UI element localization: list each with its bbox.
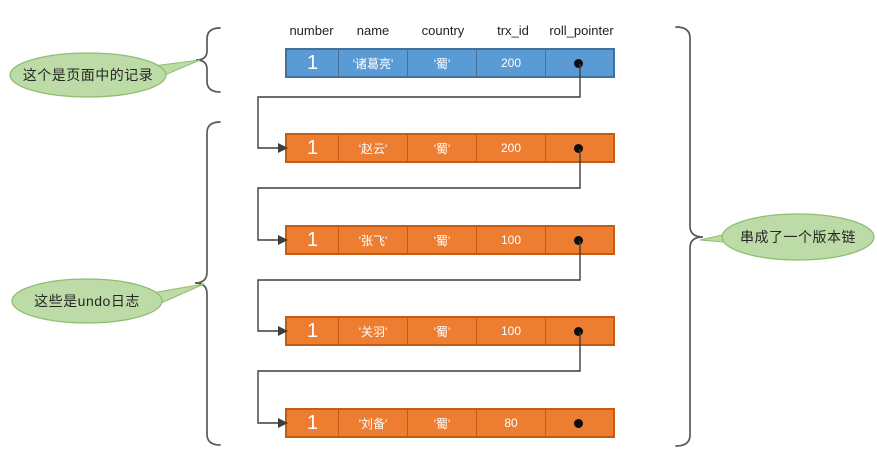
- header-trx-id: trx_id: [497, 23, 529, 38]
- undo2-country-cell: '蜀': [408, 227, 477, 253]
- record-brace: [195, 27, 221, 93]
- header-roll-pointer: roll_pointer: [549, 23, 614, 38]
- undo1-number-cell: 1: [287, 135, 339, 161]
- header-number: number: [289, 23, 334, 38]
- undo4-number-cell: 1: [287, 410, 339, 436]
- undo-brace: [194, 121, 221, 446]
- undo4-rollpointer-cell: [546, 410, 611, 436]
- version-chain-callout: 串成了一个版本链: [740, 229, 856, 245]
- version-chain-brace: [675, 26, 704, 447]
- record-name-cell: '诸葛亮': [339, 50, 408, 76]
- column-headers: number name country trx_id roll_pointer: [285, 23, 615, 39]
- undo-row-4: 1 '刘备' '蜀' 80: [285, 408, 615, 438]
- header-country: country: [421, 23, 465, 38]
- undo-log-callout: 这些是undo日志: [34, 293, 140, 309]
- record-trxid-cell: 200: [477, 50, 546, 76]
- undo2-name-cell: '张飞': [339, 227, 408, 253]
- undo4-trxid-cell: 80: [477, 410, 546, 436]
- undo4-country-cell: '蜀': [408, 410, 477, 436]
- record-rollpointer-cell: [546, 50, 611, 76]
- undo4-name-cell: '刘备': [339, 410, 408, 436]
- record-country-cell: '蜀': [408, 50, 477, 76]
- undo3-country-cell: '蜀': [408, 318, 477, 344]
- page-record-row: 1 '诸葛亮' '蜀' 200: [285, 48, 615, 78]
- undo2-rollpointer-cell: [546, 227, 611, 253]
- undo-row-1: 1 '赵云' '蜀' 200: [285, 133, 615, 163]
- record-number-cell: 1: [287, 50, 339, 76]
- header-name: name: [356, 23, 390, 38]
- undo3-trxid-cell: 100: [477, 318, 546, 344]
- roll-pointer-dot: [574, 58, 583, 68]
- undo1-name-cell: '赵云': [339, 135, 408, 161]
- roll-pointer-dot: [574, 143, 583, 153]
- undo2-trxid-cell: 100: [477, 227, 546, 253]
- undo3-name-cell: '关羽': [339, 318, 408, 344]
- undo1-country-cell: '蜀': [408, 135, 477, 161]
- undo-row-2: 1 '张飞' '蜀' 100: [285, 225, 615, 255]
- roll-pointer-dot: [574, 235, 583, 245]
- page-record-callout: 这个是页面中的记录: [22, 67, 154, 83]
- undo1-trxid-cell: 200: [477, 135, 546, 161]
- undo3-number-cell: 1: [287, 318, 339, 344]
- undo-row-3: 1 '关羽' '蜀' 100: [285, 316, 615, 346]
- roll-pointer-dot: [574, 418, 583, 428]
- roll-pointer-dot: [574, 326, 583, 336]
- undo3-rollpointer-cell: [546, 318, 611, 344]
- undo1-rollpointer-cell: [546, 135, 611, 161]
- undo2-number-cell: 1: [287, 227, 339, 253]
